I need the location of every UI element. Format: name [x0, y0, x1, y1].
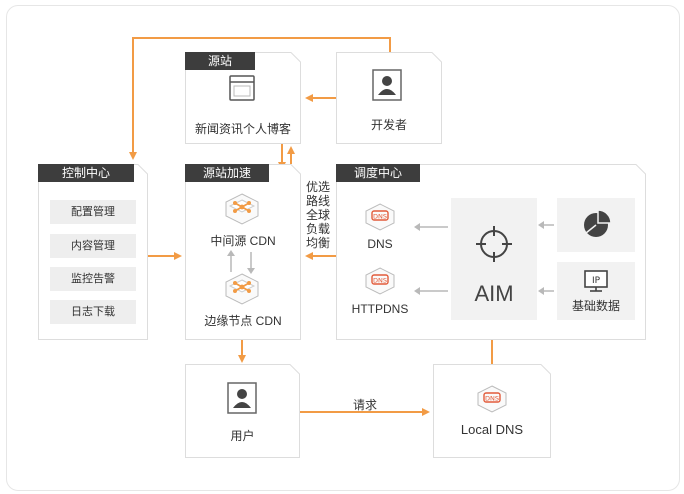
dns-chip-icon: DNS: [364, 202, 396, 237]
dns-chip-icon: DNS: [364, 266, 396, 301]
dispatch-internal-arrows: [414, 221, 554, 295]
middle-cdn-label: 中间源 CDN: [210, 234, 276, 248]
routing-label-line: 全球: [305, 208, 330, 222]
dns-label: DNS: [367, 237, 393, 251]
routing-label-line: 负载: [305, 222, 330, 236]
local-dns-card: DNS Local DNS: [433, 364, 551, 458]
pie-chart-icon: [581, 208, 613, 245]
crosshair-icon: [476, 226, 512, 267]
local-dns-label: Local DNS: [460, 422, 524, 437]
dispatch-center-tag: 调度中心: [336, 164, 420, 182]
edge-cdn-label: 边缘节点 CDN: [204, 314, 282, 328]
developer-to-control-arrow: [129, 37, 391, 160]
basic-data-panel: IP 基础数据: [557, 262, 635, 320]
control-center-tag: 控制中心: [38, 164, 134, 182]
dns-chip-icon: DNS: [476, 384, 508, 419]
menu-config-management[interactable]: 配置管理: [50, 200, 136, 224]
ip-monitor-icon: IP: [584, 270, 610, 299]
network-node-icon: [223, 192, 261, 231]
cdn-sync-arrows: [227, 250, 255, 274]
svg-text:IP: IP: [592, 276, 601, 286]
svg-text:DNS: DNS: [485, 395, 499, 403]
person-icon: [372, 69, 402, 106]
routing-label-line: 均衡: [305, 236, 330, 250]
menu-log-download[interactable]: 日志下载: [50, 300, 136, 324]
request-label: 请求: [352, 398, 377, 412]
menu-content-management[interactable]: 内容管理: [50, 234, 136, 258]
source-station-card: 源站 新闻资讯个人博客: [185, 52, 301, 144]
svg-text:DNS: DNS: [373, 213, 387, 221]
developer-label: 开发者: [370, 118, 407, 132]
acceleration-tag: 源站加速: [185, 164, 269, 182]
routing-label-line: 路线: [305, 194, 330, 208]
routing-label: 优选 路线 全球 负载 均衡: [305, 180, 331, 250]
window-icon: [229, 75, 255, 106]
acceleration-card: 源站加速 中间源 CDN 边缘节点 CDN: [185, 164, 301, 340]
aim-label: AIM: [474, 281, 514, 306]
svg-text:DNS: DNS: [373, 277, 387, 285]
routing-label-line: 优选: [305, 180, 330, 194]
blog-label: 新闻资讯个人博客: [194, 122, 291, 136]
menu-monitor-alerts[interactable]: 监控告警: [50, 267, 136, 291]
httpdns-label: HTTPDNS: [351, 302, 409, 316]
person-icon: [227, 382, 257, 419]
dispatch-center-card: 调度中心 DNS DNS DNS HTTPDNS AIM IP 基础数据: [336, 164, 646, 340]
developer-card: 开发者: [336, 52, 442, 144]
user-card: 用户: [185, 364, 300, 458]
pie-panel: [557, 198, 635, 252]
basic-data-label: 基础数据: [571, 299, 620, 313]
user-label: 用户: [230, 429, 255, 443]
source-station-tag: 源站: [185, 52, 255, 70]
control-center-card: 控制中心 配置管理 内容管理 监控告警 日志下载: [38, 164, 148, 340]
network-node-icon: [223, 272, 261, 311]
aim-panel: AIM: [451, 198, 537, 320]
